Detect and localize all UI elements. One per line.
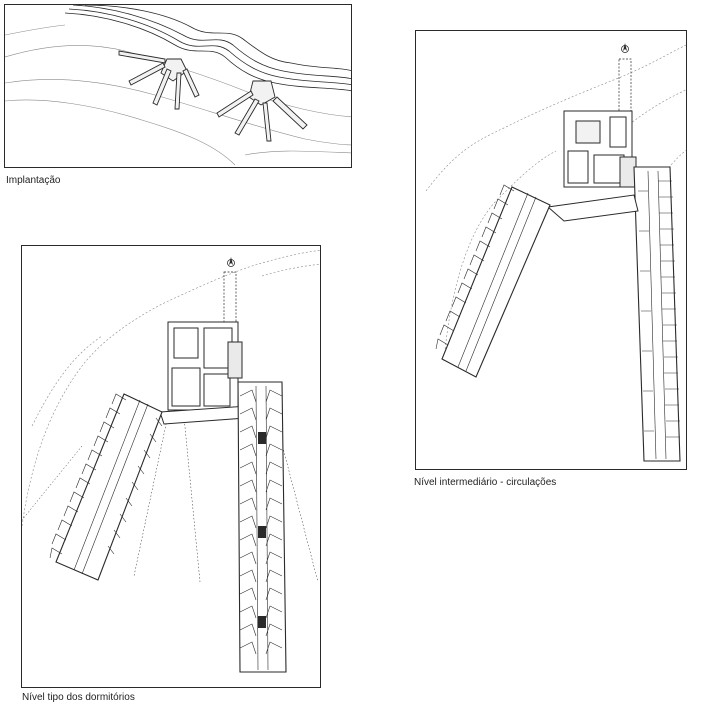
vertical-wing: [237, 381, 287, 673]
terrain-contours: [425, 44, 686, 362]
diagonal-wing: [49, 393, 163, 581]
ground-lines: [22, 395, 319, 583]
site-plan-drawing: [4, 4, 352, 168]
dormitory-level-plan: [21, 245, 321, 688]
connecting-corridor: [546, 194, 639, 222]
building-wings-left: [118, 50, 200, 110]
access-bridge: [223, 271, 237, 323]
intermediate-level-svg: [425, 43, 686, 462]
site-plan-svg: [5, 5, 351, 166]
dormitory-level-caption: Nível tipo dos dormitórios: [22, 692, 135, 703]
core-block: [563, 110, 637, 188]
diagonal-wing: [435, 184, 551, 378]
vertical-wing: [633, 166, 681, 462]
north-arrow-icon: [227, 257, 235, 267]
core-block: [167, 321, 243, 411]
dormitory-level-svg: [22, 249, 320, 673]
intermediate-level-plan: [415, 30, 687, 470]
north-arrow-icon: [621, 43, 629, 53]
access-bridge: [618, 58, 632, 114]
site-plan-caption: Implantação: [6, 175, 61, 186]
building-wings-right: [216, 80, 308, 142]
intermediate-level-caption: Nível intermediário - circulações: [414, 477, 557, 488]
shoreline: [64, 5, 351, 92]
terrain-contours: [22, 249, 320, 527]
